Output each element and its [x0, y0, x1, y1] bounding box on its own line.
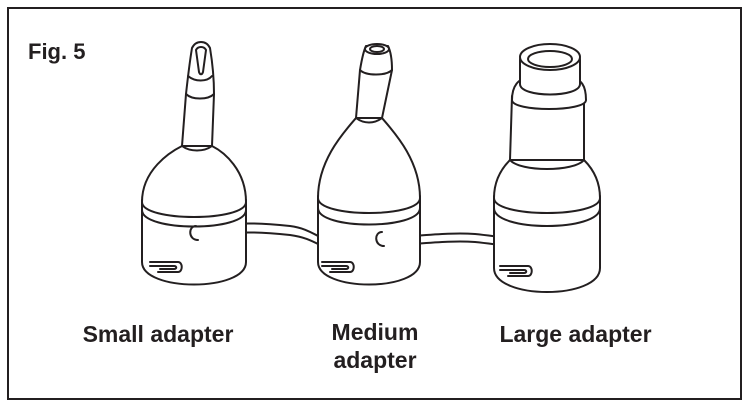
small-adapter-drawing [141, 41, 247, 286]
caption-medium-line1: Medium [331, 319, 419, 345]
medium-adapter-drawing [317, 43, 421, 286]
caption-large-adapter: Large adapter [499, 321, 652, 347]
caption-medium-line2: adapter [333, 347, 417, 373]
caption-medium-adapter: Medium adapter [310, 318, 440, 374]
large-adapter-drawing [493, 43, 601, 293]
figure-label: Fig. 5 [28, 39, 86, 64]
caption-small-adapter: Small adapter [82, 321, 234, 347]
